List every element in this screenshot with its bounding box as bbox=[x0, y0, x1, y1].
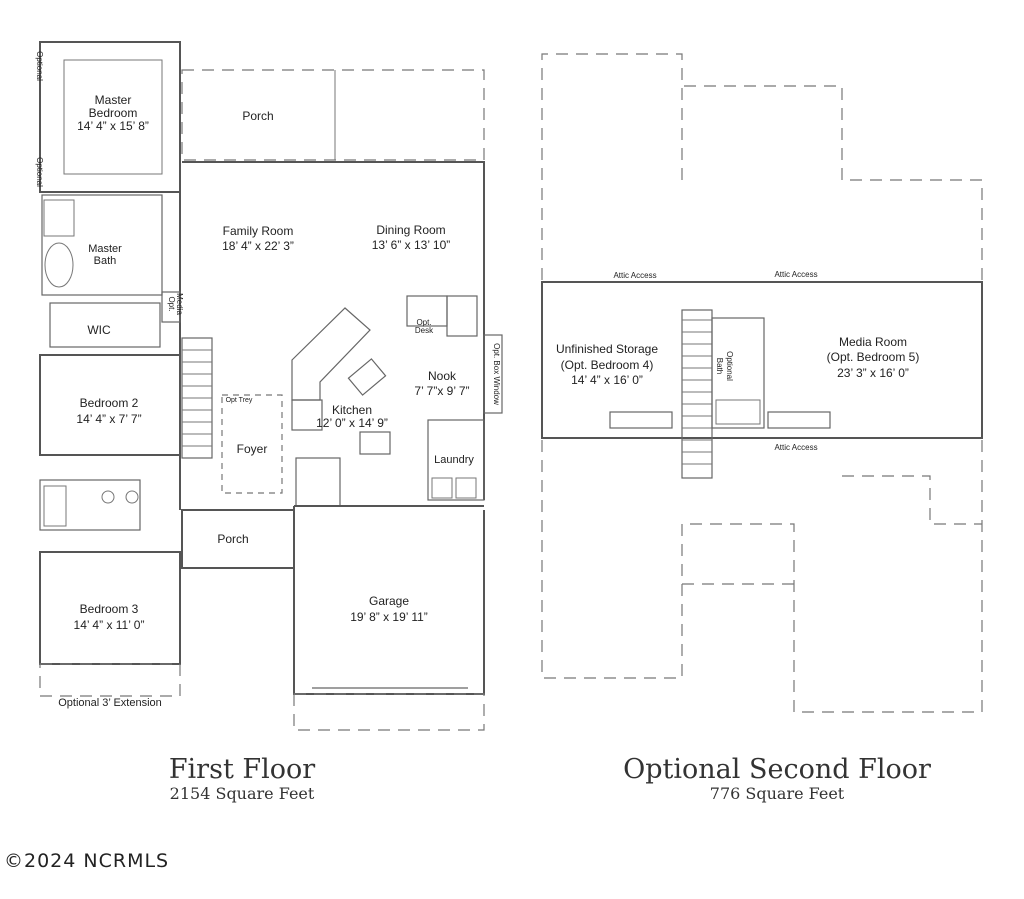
opt-desk-label-2: Desk bbox=[415, 326, 434, 335]
opt-media-label-1: Opt. bbox=[167, 296, 176, 311]
front-porch-label: Porch bbox=[217, 532, 248, 546]
laundry-label: Laundry bbox=[434, 454, 474, 466]
bedroom-2-name: Bedroom 2 bbox=[80, 396, 139, 410]
family-room-name: Family Room bbox=[223, 224, 294, 238]
optional-left-bottom: Optional bbox=[35, 157, 44, 187]
second-floor-title: Optional Second Floor bbox=[623, 754, 931, 785]
opt-media-label-2: Media bbox=[175, 293, 184, 315]
nook-name: Nook bbox=[428, 369, 457, 383]
family-room-dimensions: 18’ 4” x 22’ 3” bbox=[222, 239, 294, 253]
master-bedroom-dimensions: 14’ 4” x 15’ 8” bbox=[77, 119, 149, 133]
opt-desk-label-1: Opt. bbox=[416, 318, 431, 327]
media-room-dimensions: 23’ 3” x 16’ 0” bbox=[837, 366, 909, 380]
optional-bath-label-1: Optional bbox=[725, 351, 734, 381]
opt-box-window-label: Opt. Box Window bbox=[492, 343, 501, 405]
foyer-label: Foyer bbox=[237, 442, 268, 456]
watermark-text: ©2024 NCRMLS bbox=[4, 850, 169, 872]
kitchen-name: Kitchen bbox=[332, 403, 372, 417]
optional-extension-label: Optional 3’ Extension bbox=[58, 697, 162, 709]
attic-access-label-1: Attic Access bbox=[613, 271, 656, 280]
master-bedroom-name-2: Bedroom bbox=[89, 106, 138, 120]
room-labels: Master Bedroom 14’ 4” x 15’ 8” Porch Mas… bbox=[35, 51, 919, 709]
floor-titles: First Floor 2154 Square Feet Optional Se… bbox=[169, 754, 931, 803]
dining-room-dimensions: 13’ 6” x 13’ 10” bbox=[372, 238, 451, 252]
bedroom-3-dimensions: 14’ 4” x 11’ 0” bbox=[74, 618, 145, 632]
unfinished-storage-dimensions: 14’ 4” x 16’ 0” bbox=[571, 373, 643, 387]
garage-dimensions: 19’ 8” x 19’ 11” bbox=[350, 610, 428, 624]
dining-room-name: Dining Room bbox=[376, 223, 445, 237]
media-room-name: Media Room bbox=[839, 335, 907, 349]
master-bath-name-2: Bath bbox=[94, 255, 117, 267]
attic-access-label-3: Attic Access bbox=[774, 443, 817, 452]
master-bedroom-name-1: Master bbox=[95, 93, 132, 107]
second-floor-plan bbox=[541, 53, 983, 713]
bedroom-2-dimensions: 14’ 4” x 7’ 7” bbox=[76, 412, 141, 426]
media-room-option: (Opt. Bedroom 5) bbox=[827, 350, 920, 364]
second-floor-area: 776 Square Feet bbox=[710, 784, 845, 803]
unfinished-storage-option: (Opt. Bedroom 4) bbox=[561, 358, 654, 372]
first-floor-title: First Floor bbox=[169, 754, 315, 785]
wic-label: WIC bbox=[87, 323, 111, 337]
optional-bath-label-2: Bath bbox=[715, 358, 724, 374]
master-bath-name-1: Master bbox=[88, 243, 122, 255]
garage-name: Garage bbox=[369, 594, 409, 608]
attic-access-label-2: Attic Access bbox=[774, 270, 817, 279]
bedroom-3-name: Bedroom 3 bbox=[80, 602, 139, 616]
optional-left-top: Optional bbox=[35, 51, 44, 81]
nook-dimensions: 7’ 7”x 9’ 7” bbox=[414, 384, 469, 398]
first-floor-area: 2154 Square Feet bbox=[170, 784, 315, 803]
rear-porch-label: Porch bbox=[242, 109, 273, 123]
opt-trey-label: Opt Trey bbox=[226, 397, 253, 404]
kitchen-dimensions: 12’ 0” x 14’ 9” bbox=[316, 416, 388, 430]
first-floor-plan bbox=[39, 41, 503, 731]
unfinished-storage-name: Unfinished Storage bbox=[556, 342, 658, 356]
